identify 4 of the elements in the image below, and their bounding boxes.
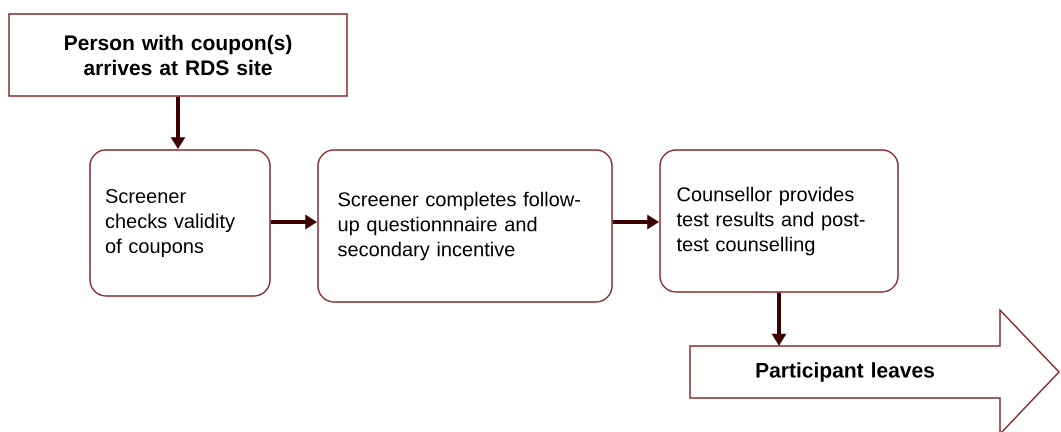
- process-box: Screener completes follow-up questionnnaire and secondary incentive: [317, 149, 613, 303]
- start-box: Person with coupon(s) arrives at RDS site: [8, 13, 348, 97]
- process-box: Screener checks validity of coupons: [89, 149, 271, 297]
- process-box: Counsellor provides test results and post-test counselling: [659, 149, 899, 293]
